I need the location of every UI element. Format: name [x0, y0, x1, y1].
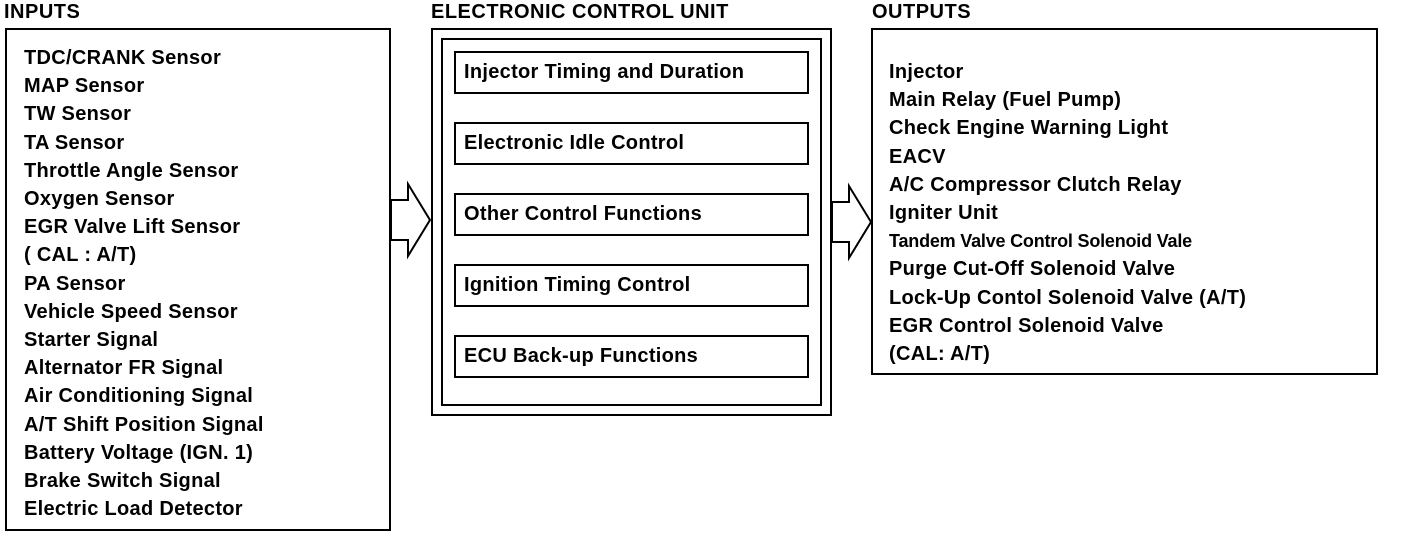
- output-item: A/C Compressor Clutch Relay: [889, 173, 1182, 196]
- output-item: Main Relay (Fuel Pump): [889, 89, 1122, 112]
- input-item: Battery Voltage (IGN. 1): [24, 441, 254, 464]
- input-item: ( CAL : A/T): [24, 244, 137, 267]
- input-item: A/T Shift Position Signal: [24, 413, 264, 436]
- input-item: Brake Switch Signal: [24, 470, 221, 493]
- input-item: Throttle Angle Sensor: [24, 159, 239, 182]
- ecu-function-box: ECU Back-up Functions: [454, 335, 809, 378]
- input-item: EGR Valve Lift Sensor: [24, 216, 241, 239]
- ecu-heading: ELECTRONIC CONTROL UNIT: [431, 1, 729, 23]
- output-item: Purge Cut-Off Solenoid Valve: [889, 258, 1176, 281]
- input-item: TDC/CRANK Sensor: [24, 47, 222, 69]
- input-item: MAP Sensor: [24, 75, 145, 98]
- ecu-function-box: Injector Timing and Duration: [454, 51, 809, 94]
- input-item: Vehicle Speed Sensor: [24, 300, 238, 323]
- output-item: EACV: [889, 145, 946, 168]
- input-to-ecu-arrow-icon: [390, 180, 432, 260]
- output-item: Lock-Up Contol Solenoid Valve (A/T): [889, 286, 1247, 309]
- inputs-heading: INPUTS: [4, 1, 81, 23]
- input-item: TW Sensor: [24, 103, 132, 126]
- output-item: Check Engine Warning Light: [889, 117, 1169, 140]
- output-item: Tandem Valve Control Solenoid Vale: [889, 231, 1192, 252]
- outputs-list: Injector Main Relay (Fuel Pump) Check En…: [889, 58, 1246, 368]
- input-item: Alternator FR Signal: [24, 357, 224, 380]
- ecu-to-output-arrow-icon: [831, 182, 873, 262]
- input-item: PA Sensor: [24, 272, 126, 295]
- input-item: TA Sensor: [24, 131, 125, 154]
- ecu-function-box: Ignition Timing Control: [454, 264, 809, 307]
- input-item: Air Conditioning Signal: [24, 385, 254, 408]
- inputs-box: TDC/CRANK Sensor MAP Sensor TW Sensor TA…: [5, 28, 391, 531]
- output-item: EGR Control Solenoid Valve: [889, 314, 1164, 337]
- output-item: Igniter Unit: [889, 202, 999, 225]
- outputs-box: Injector Main Relay (Fuel Pump) Check En…: [871, 28, 1378, 375]
- ecu-box: Injector Timing and Duration Electronic …: [431, 28, 832, 416]
- ecu-function-box: Other Control Functions: [454, 193, 809, 236]
- output-item: Injector: [889, 61, 964, 83]
- ecu-inner-frame: [441, 38, 822, 406]
- outputs-heading: OUTPUTS: [872, 1, 972, 23]
- ecu-function-box: Electronic Idle Control: [454, 122, 809, 165]
- input-item: Starter Signal: [24, 329, 159, 352]
- input-item: Electric Load Detector: [24, 498, 243, 521]
- input-item: Oxygen Sensor: [24, 188, 175, 211]
- inputs-list: TDC/CRANK Sensor MAP Sensor TW Sensor TA…: [24, 44, 264, 523]
- output-item: (CAL: A/T): [889, 343, 991, 366]
